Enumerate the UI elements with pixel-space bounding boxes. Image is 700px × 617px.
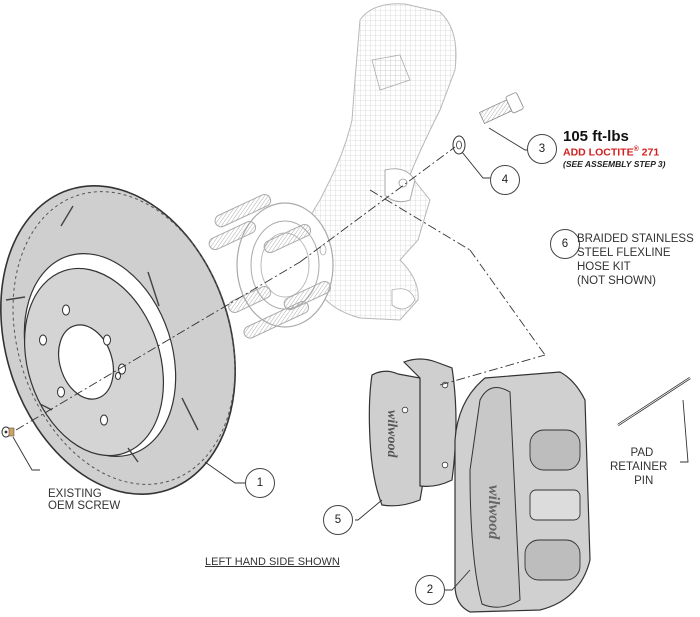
brake-rotor [0, 184, 236, 496]
callout-2: 2 [415, 575, 445, 605]
callout-6: 6 [550, 229, 580, 259]
pad-retainer-pin [617, 376, 691, 427]
pad-retainer-pin-note: PAD RETAINER PIN [610, 446, 667, 488]
hose-note-line: (NOT SHOWN) [577, 275, 657, 287]
hose-note-line: HOSE KIT [577, 261, 631, 273]
callout-number: 6 [561, 238, 569, 250]
brake-pads: wilwood [368, 358, 457, 507]
mounting-bolt [478, 92, 524, 124]
steering-knuckle [299, 3, 457, 321]
callout-5: 5 [323, 505, 353, 535]
view-note: LEFT HAND SIDE SHOWN [205, 556, 340, 568]
hose-note-line: STEEL FLEXLINE [577, 247, 671, 259]
oem-screw [1, 426, 15, 438]
loctite-note: ADD LOCTITE® 271 [563, 146, 659, 159]
hose-note-line: BRAIDED STAINLESS [577, 233, 694, 245]
oem-screw-note: EXISTING OEM SCREW [48, 488, 120, 512]
assembly-centerlines [15, 146, 546, 431]
pin-note-line: RETAINER [610, 461, 668, 473]
leader-lines [12, 127, 689, 591]
loctite-grade: 271 [638, 146, 660, 159]
callout-number: 2 [426, 584, 434, 596]
caliper-brand-mark: wilwood [485, 485, 502, 540]
screw-note-line: OEM SCREW [48, 500, 121, 512]
screw-note-line: EXISTING [48, 488, 102, 500]
pin-note-line: PIN [634, 475, 654, 487]
hose-kit-note: BRAIDED STAINLESS STEEL FLEXLINE HOSE KI… [577, 232, 694, 288]
callout-number: 4 [501, 174, 509, 186]
torque-spec: 105 ft-lbs [563, 128, 629, 145]
callout-3: 3 [527, 134, 557, 164]
pin-note-line: PAD [630, 447, 654, 459]
registered-mark: ® [633, 146, 639, 153]
brake-caliper: wilwood [454, 371, 591, 613]
callout-number: 3 [538, 143, 546, 155]
callout-number: 1 [256, 477, 264, 489]
assembly-step-ref: (SEE ASSEMBLY STEP 3) [563, 159, 666, 169]
callout-number: 5 [334, 514, 342, 526]
washer [452, 135, 466, 155]
wheel-studs [208, 194, 332, 339]
pad-brand-mark: wilwood [384, 410, 399, 458]
callout-1: 1 [245, 468, 275, 498]
callout-4: 4 [490, 165, 520, 195]
loctite-label: ADD LOCTITE [563, 146, 634, 159]
